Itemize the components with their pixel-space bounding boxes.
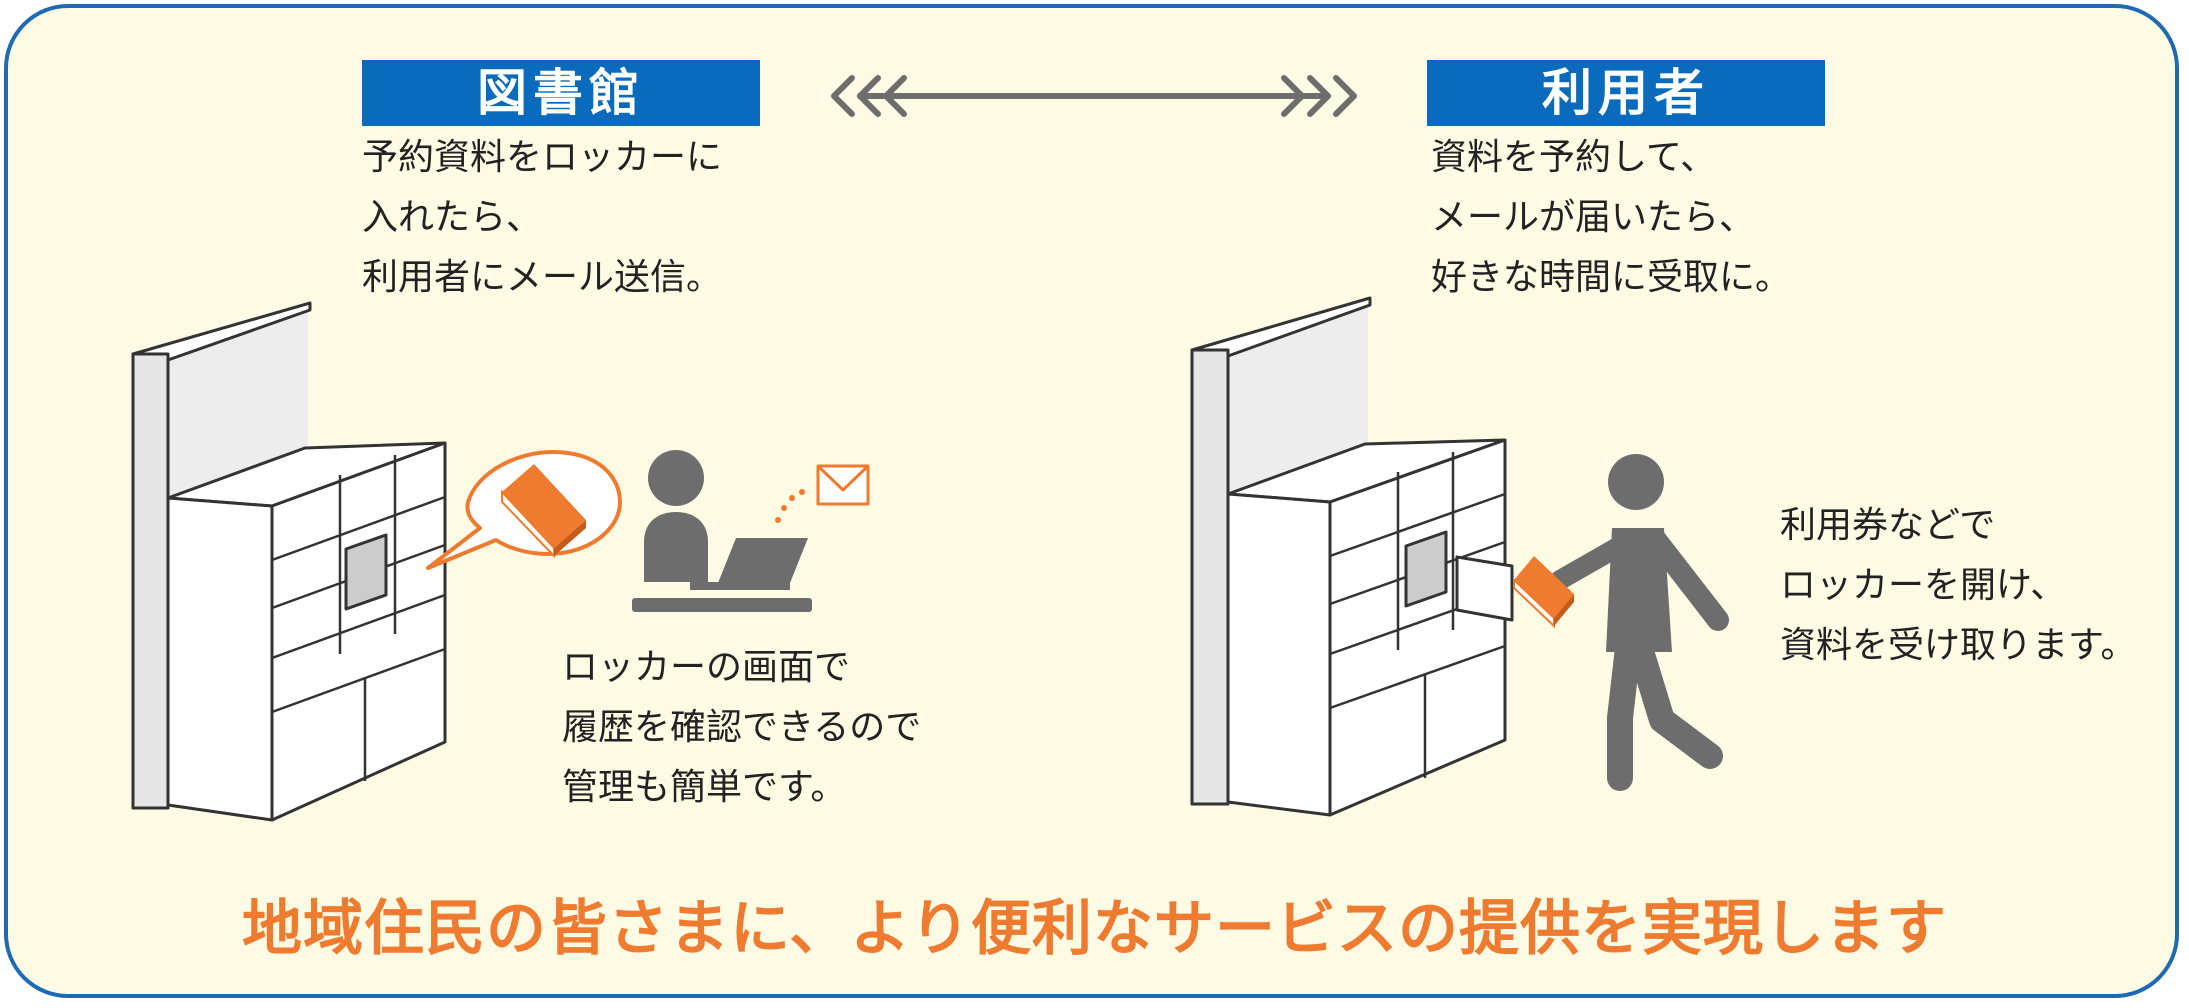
locker-icon-pickup (1190, 296, 1514, 817)
book-icon (501, 464, 586, 559)
double-arrow-icon (831, 75, 1357, 117)
pickup-note-line: 利用券などで (1780, 505, 1996, 546)
user-line: 資料を予約して、 (1431, 137, 1717, 178)
pickup-note-line: ロッカーを開け、 (1780, 565, 2067, 606)
walking-person-icon (1550, 454, 1729, 791)
user-description: 資料を予約して、 メールが届いたら、 好きな時間に受取に。 (1431, 128, 1791, 308)
user-line: メールが届いたら、 (1431, 197, 1756, 238)
screen-note-line: 履歴を確認できるので (562, 707, 922, 748)
screen-note-line: ロッカーの画面で (562, 647, 851, 688)
user-header: 利用者 (1427, 60, 1825, 126)
library-description: 予約資料をロッカーに 入れたら、 利用者にメール送信。 (362, 128, 722, 308)
tagline: 地域住民の皆さまに、より便利なサービスの提供を実現します (242, 894, 1947, 964)
book-icon-pickup (1513, 556, 1574, 629)
locker-icon-library (131, 301, 447, 822)
signal-dots-icon (775, 489, 805, 523)
library-line: 予約資料をロッカーに (362, 137, 723, 178)
pickup-note: 利用券などで ロッカーを開け、 資料を受け取ります。 (1780, 496, 2136, 676)
user-line: 好きな時間に受取に。 (1431, 257, 1792, 298)
person-laptop-icon (632, 450, 812, 612)
screen-note: ロッカーの画面で 履歴を確認できるので 管理も簡単です。 (562, 638, 921, 818)
screen-note-line: 管理も簡単です。 (562, 767, 847, 808)
pickup-note-line: 資料を受け取ります。 (1780, 625, 2137, 666)
envelope-icon (816, 464, 870, 506)
library-line: 入れたら、 (362, 197, 543, 238)
library-line: 利用者にメール送信。 (362, 257, 723, 298)
library-header: 図書館 (362, 60, 760, 126)
